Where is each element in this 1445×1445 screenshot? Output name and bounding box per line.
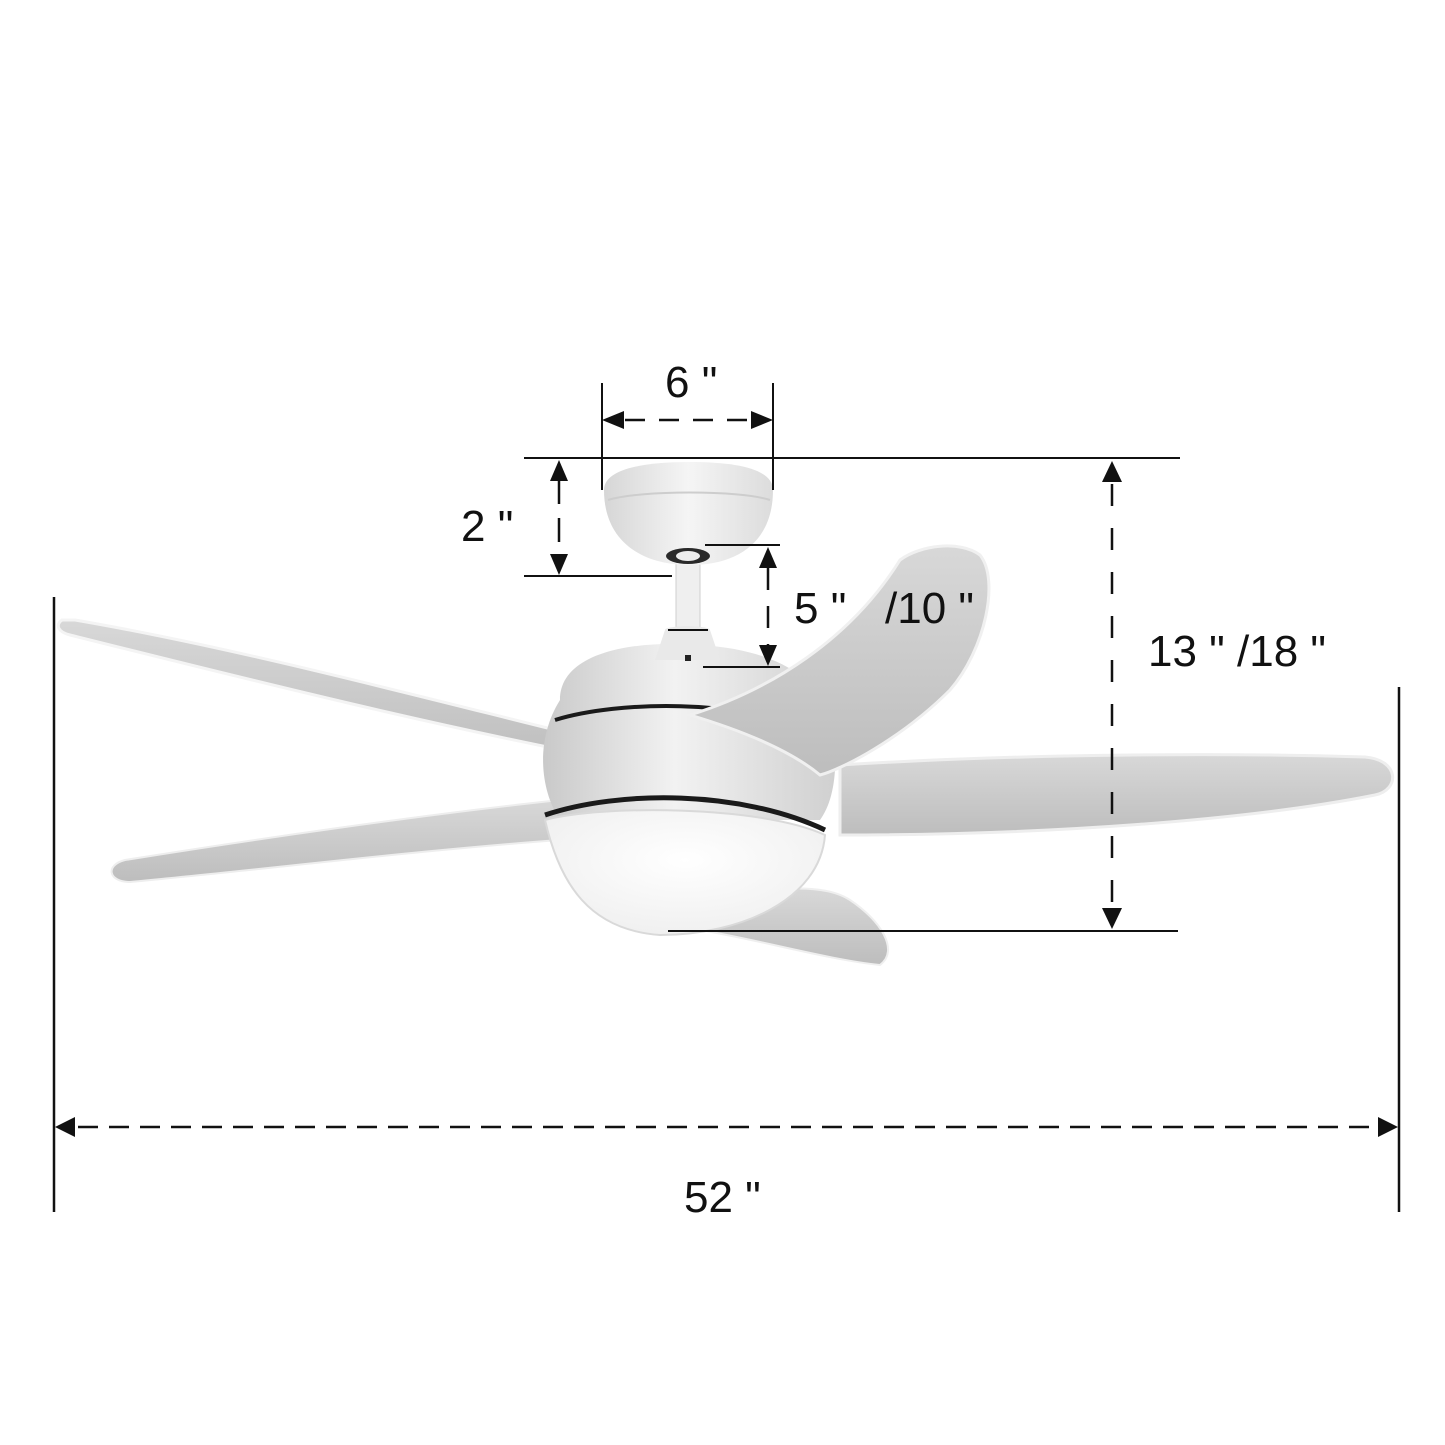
dimension-overall-height bbox=[668, 461, 1178, 932]
dimension-canopy-width bbox=[601, 383, 774, 490]
dimension-downrod bbox=[703, 544, 780, 668]
dimension-blade-span bbox=[52, 597, 1401, 1212]
label-downrod-b: /10 " bbox=[885, 584, 974, 633]
dimension-labels: 6 " 2 " 5 " /10 " 13 " /18 " 52 " bbox=[461, 358, 1326, 1222]
blade-front-right bbox=[684, 544, 991, 777]
fan-illustration bbox=[56, 462, 1394, 967]
label-canopy-width: 6 " bbox=[665, 358, 717, 407]
label-canopy-height: 2 " bbox=[461, 502, 513, 551]
label-overall-height: 13 " /18 " bbox=[1148, 627, 1326, 676]
light-kit bbox=[543, 809, 827, 937]
downrod bbox=[655, 559, 720, 661]
label-downrod-a: 5 " bbox=[794, 584, 846, 633]
canopy bbox=[604, 462, 773, 565]
blade-lower-left bbox=[110, 798, 561, 884]
dimension-lines bbox=[52, 383, 1401, 1212]
label-blade-span: 52 " bbox=[684, 1173, 761, 1222]
dimension-canopy-height bbox=[524, 457, 1180, 577]
blade-right bbox=[838, 753, 1394, 837]
